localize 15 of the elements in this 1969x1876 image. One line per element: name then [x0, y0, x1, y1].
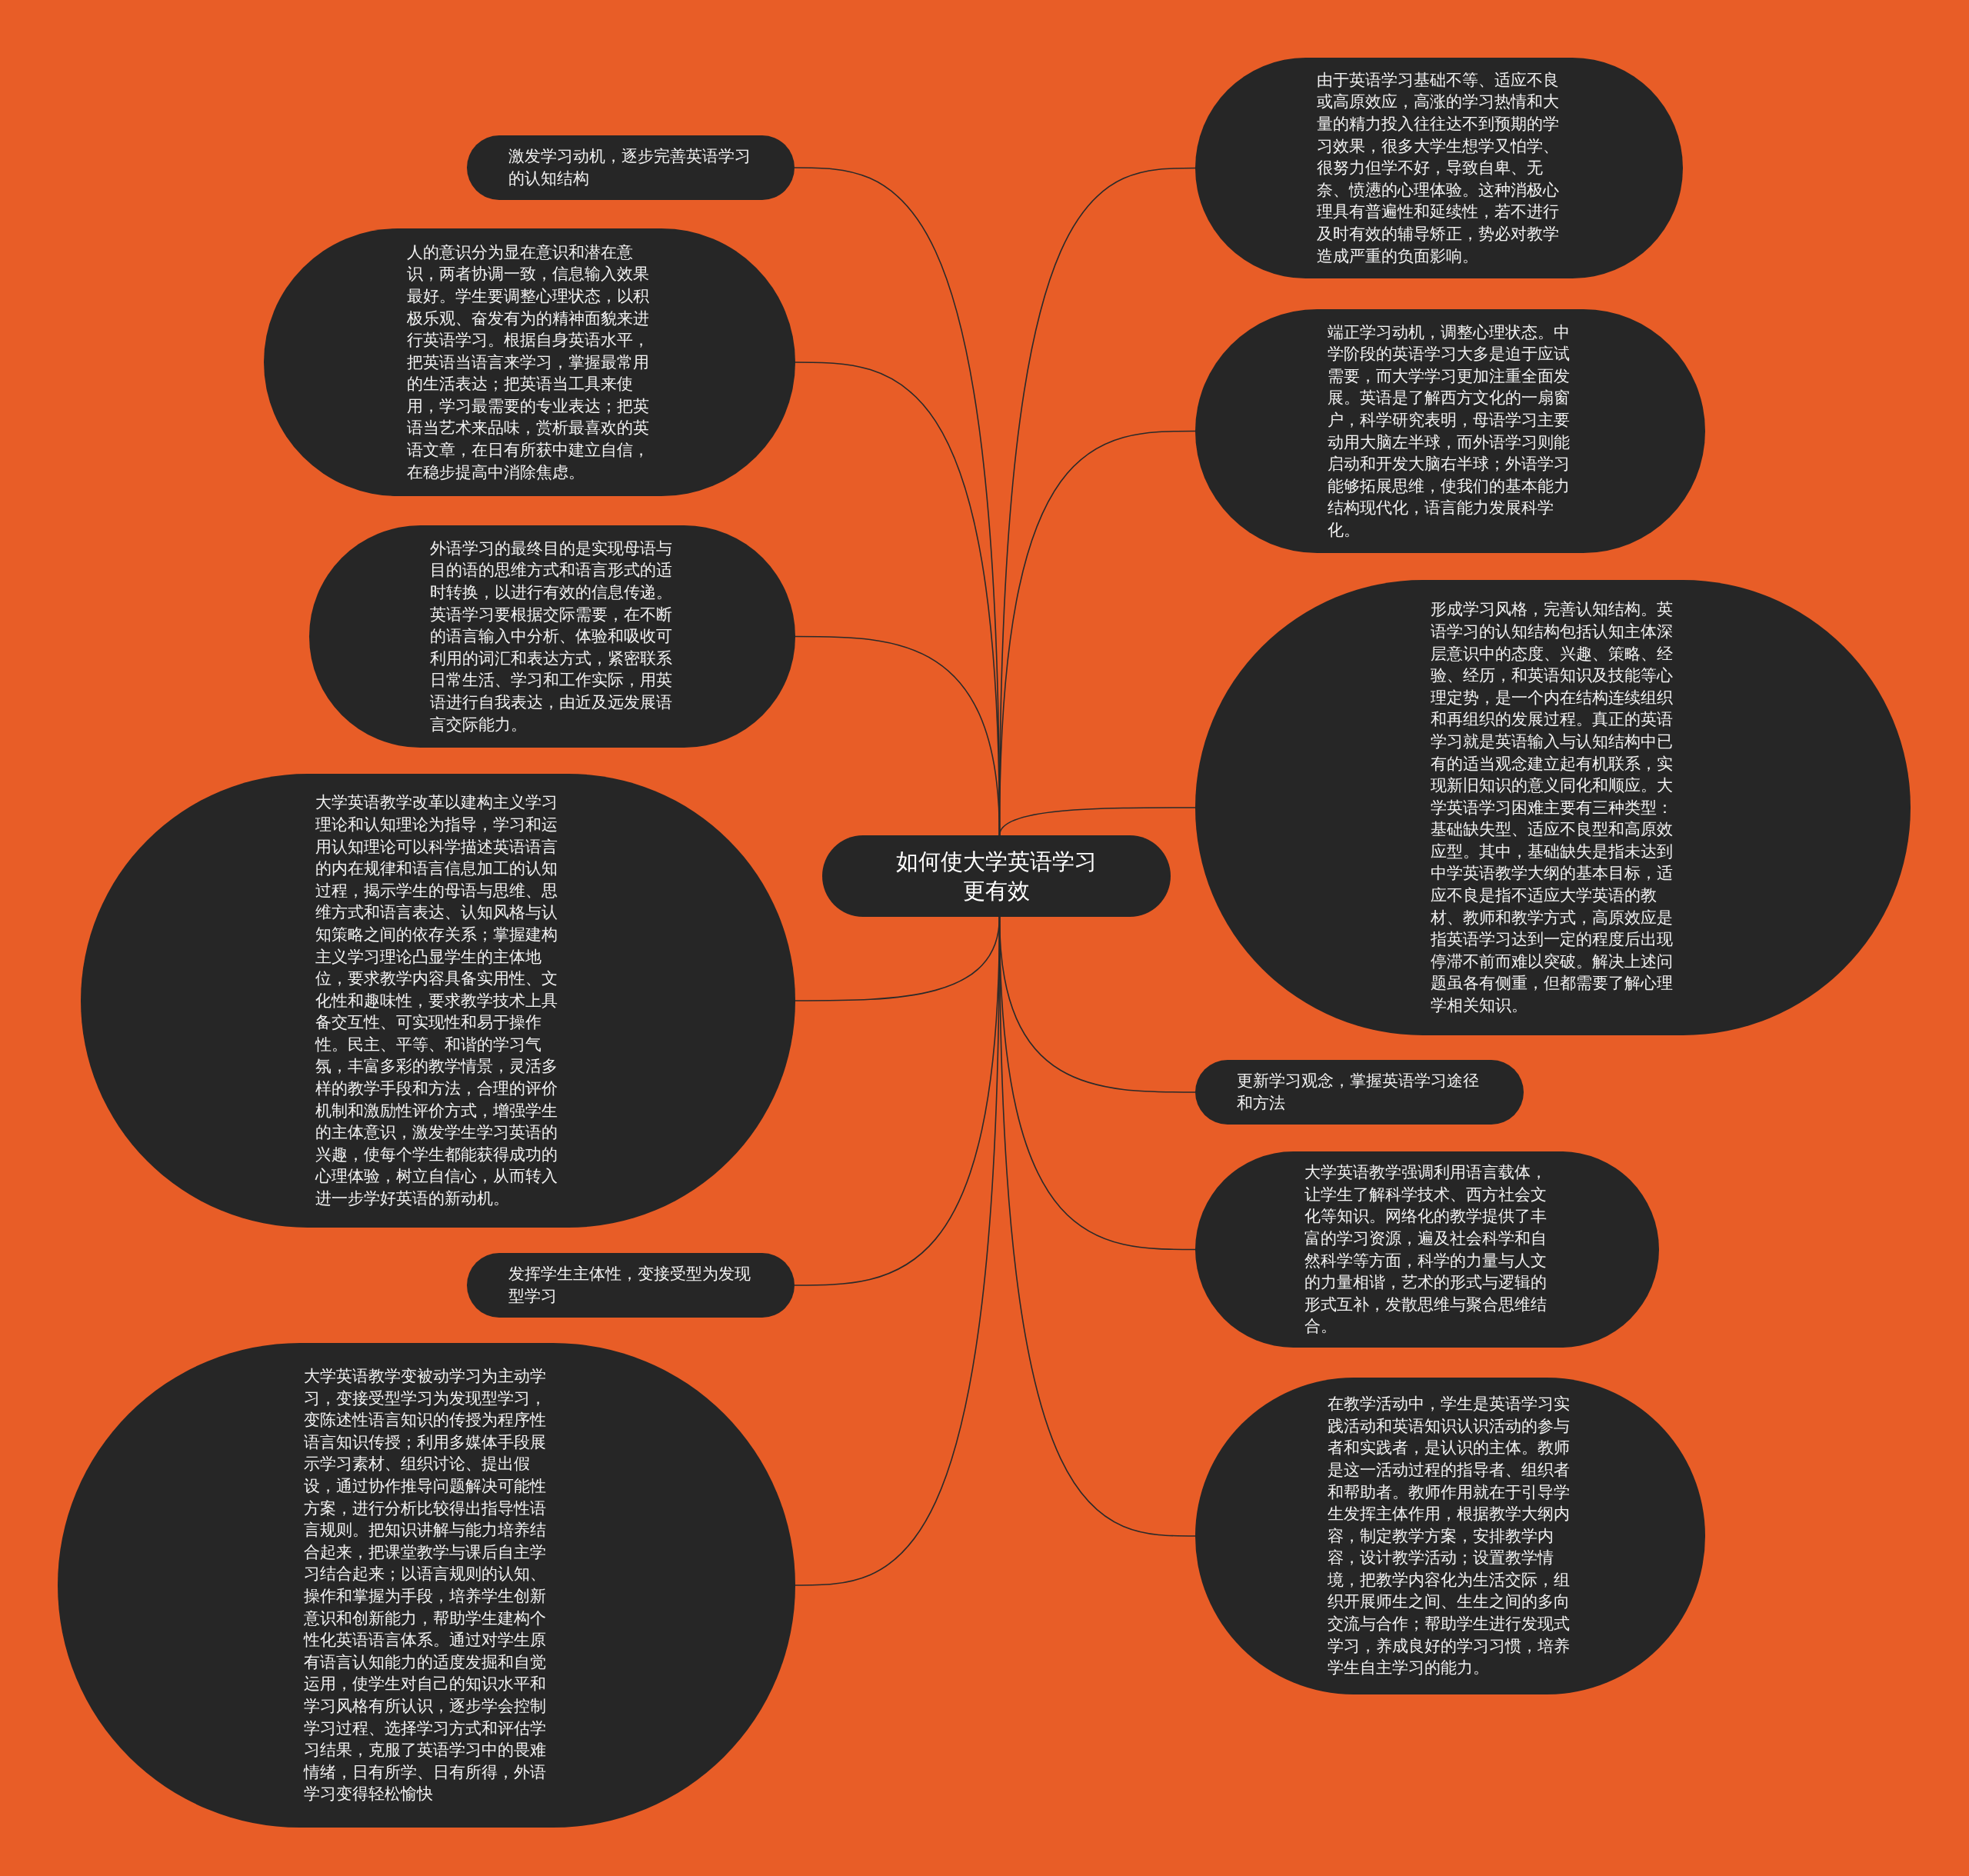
topic-text: 大学英语教学改革以建构主义学习理论和认知理论为指导，学习和运用认知理论可以科学描述英语语言的内在规律和语言信息加工的认知过程，揭示学生的母语与思维、思维方式和语言表达、认知风格与认知策略之间的依存关系；掌握建构主义学习理论凸显学生的主体地位，要求教学内容具备实用性、文化性和趣味性，要求教学技术上具备交互性、可实现性和易于操作性。民主、平等、和谐的学习气氛，丰富多彩的教学情景，灵活多样的教学手段和方法，合理的评价机制和激励性评价方式，增强学生的主体意识，激发学生学习英语的兴趣，使每个学生都能获得成功的心理体验，树立自信心，从而转入进一步学好英语的新动机。 — [315, 792, 558, 1210]
central-topic-text: 如何使大学英语学习更有效 — [895, 848, 1098, 905]
topic-text: 人的意识分为显在意识和潜在意识，两者协调一致，信息输入效果最好。学生要调整心理状态，以积极乐观、奋发有为的精神面貌来进行英语学习。根据自身英语水平，把英语当语言来学习，掌握最常用的生活表达；把英语当工具来使用，学习最需要的专业表达；把英语当艺术来品味，赏析最喜欢的英语文章，在日有所获中建立自信，在稳步提高中消除焦虑。 — [407, 242, 650, 483]
topic-text: 由于英语学习基础不等、适应不良或高原效应，高涨的学习热情和大量的精力投入往往达不到预期的学习效果，很多大学生想学又怕学、很努力但学不好，导致自卑、无奈、愤懑的心理体验。这种消极心理具有普遍性和延续性，若不进行及时有效的辅导矫正，势必对教学造成严重的负面影响。 — [1316, 69, 1560, 267]
topic-text: 大学英语教学强调利用语言载体，让学生了解科学技术、西方社会文化等知识。网络化的教学提供了丰富的学习资源，遍及社会科学和自然科学等方面，科学的力量与人文的力量相谐，艺术的形式与逻辑的形式互补，发散思维与聚合思维结合。 — [1304, 1162, 1548, 1338]
connector-line — [998, 807, 1196, 836]
topic-text: 发挥学生主体性，变接受型为发现型学习 — [508, 1264, 751, 1307]
topic-text: 激发学习动机，逐步完善英语学习的认知结构 — [508, 146, 751, 189]
topic-text: 形成学习风格，完善认知结构。英语学习的认知结构包括认知主体深层意识中的态度、兴趣、策略、经验、经历，和英语知识及技能等心理定势，是一个内在结构连续组织和再组织的发展过程。真正的英语学习就是英语输入与认知结构中已有的适当观念建立起有机联系，实现新旧知识的意义同化和顺应。大学英语学习困难主要有三种类型：基础缺失型、适应不良型和高原效应型。其中，基础缺失是指未达到中学英语教学大纲的基本目标，适应不良是指不适应大学英语的教材、教师和教学方式，高原效应是指英语学习达到一定的程度后出现停滞不前而难以突破。解决上述问题虽各有侧重，但都需要了解心理学相关知识。 — [1430, 599, 1674, 1017]
topic-text: 大学英语教学变被动学习为主动学习，变接受型学习为发现型学习，变陈述性语言知识的传授为程序性语言知识传授；利用多媒体手段展示学习素材、组织讨论、提出假设，通过协作推导问题解决可能性方案，进行分析比较得出指导性语言规则。把知识讲解与能力培养结合起来，把课堂教学与课后自主学习结合起来；以语言规则的认知、操作和掌握为手段，培养学生创新意识和创新能力，帮助学生建构个性化英语语言体系。通过对学生原有语言认知能力的适度发掘和自觉运用，使学生对自己的知识水平和学习风格有所认识，逐步学会控制学习过程、选择学习方式和评估学习结果，克服了英语学习中的畏难情绪，日有所学、日有所得，外语学习变得轻松愉快 — [304, 1366, 547, 1805]
topic-text: 外语学习的最终目的是实现母语与目的语的思维方式和语言形式的适时转换，以进行有效的信息传递。英语学习要根据交际需要，在不断的语言输入中分析、体验和吸收可利用的词汇和表达方式，紧密联系日常生活、学习和工作实际，用英语进行自我表达，由近及远发展语言交际能力。 — [429, 538, 673, 735]
topic-text: 端正学习动机，调整心理状态。中学阶段的英语学习大多是迫于应试需要，而大学学习更加注重全面发展。英语是了解西方文化的一扇窗户，科学研究表明，母语学习主要动用大脑左半球，而外语学习则能启动和开发大脑右半球；外语学习能够拓展思维，使我们的基本能力结构现代化，语言能力发展科学化。 — [1328, 322, 1571, 541]
connector-line — [998, 916, 1196, 1537]
topic-text: 更新学习观念，掌握英语学习途径和方法 — [1237, 1071, 1480, 1114]
topic-text: 在教学活动中，学生是英语学习实践活动和英语知识认识活动的参与者和实践者，是认识的主体。教师是这一活动过程的指导者、组织者和帮助者。教师作用就在于引导学生发挥主体作用，根据教学大纲内容，制定教学方案，安排教学内容，设计教学活动；设置教学情境，把教学内容化为生活交际，组织开展师生之间、生生之间的多向交流与合作；帮助学生进行发现式学习，养成良好的学习习惯，培养学生自主学习的能力。 — [1328, 1394, 1571, 1679]
